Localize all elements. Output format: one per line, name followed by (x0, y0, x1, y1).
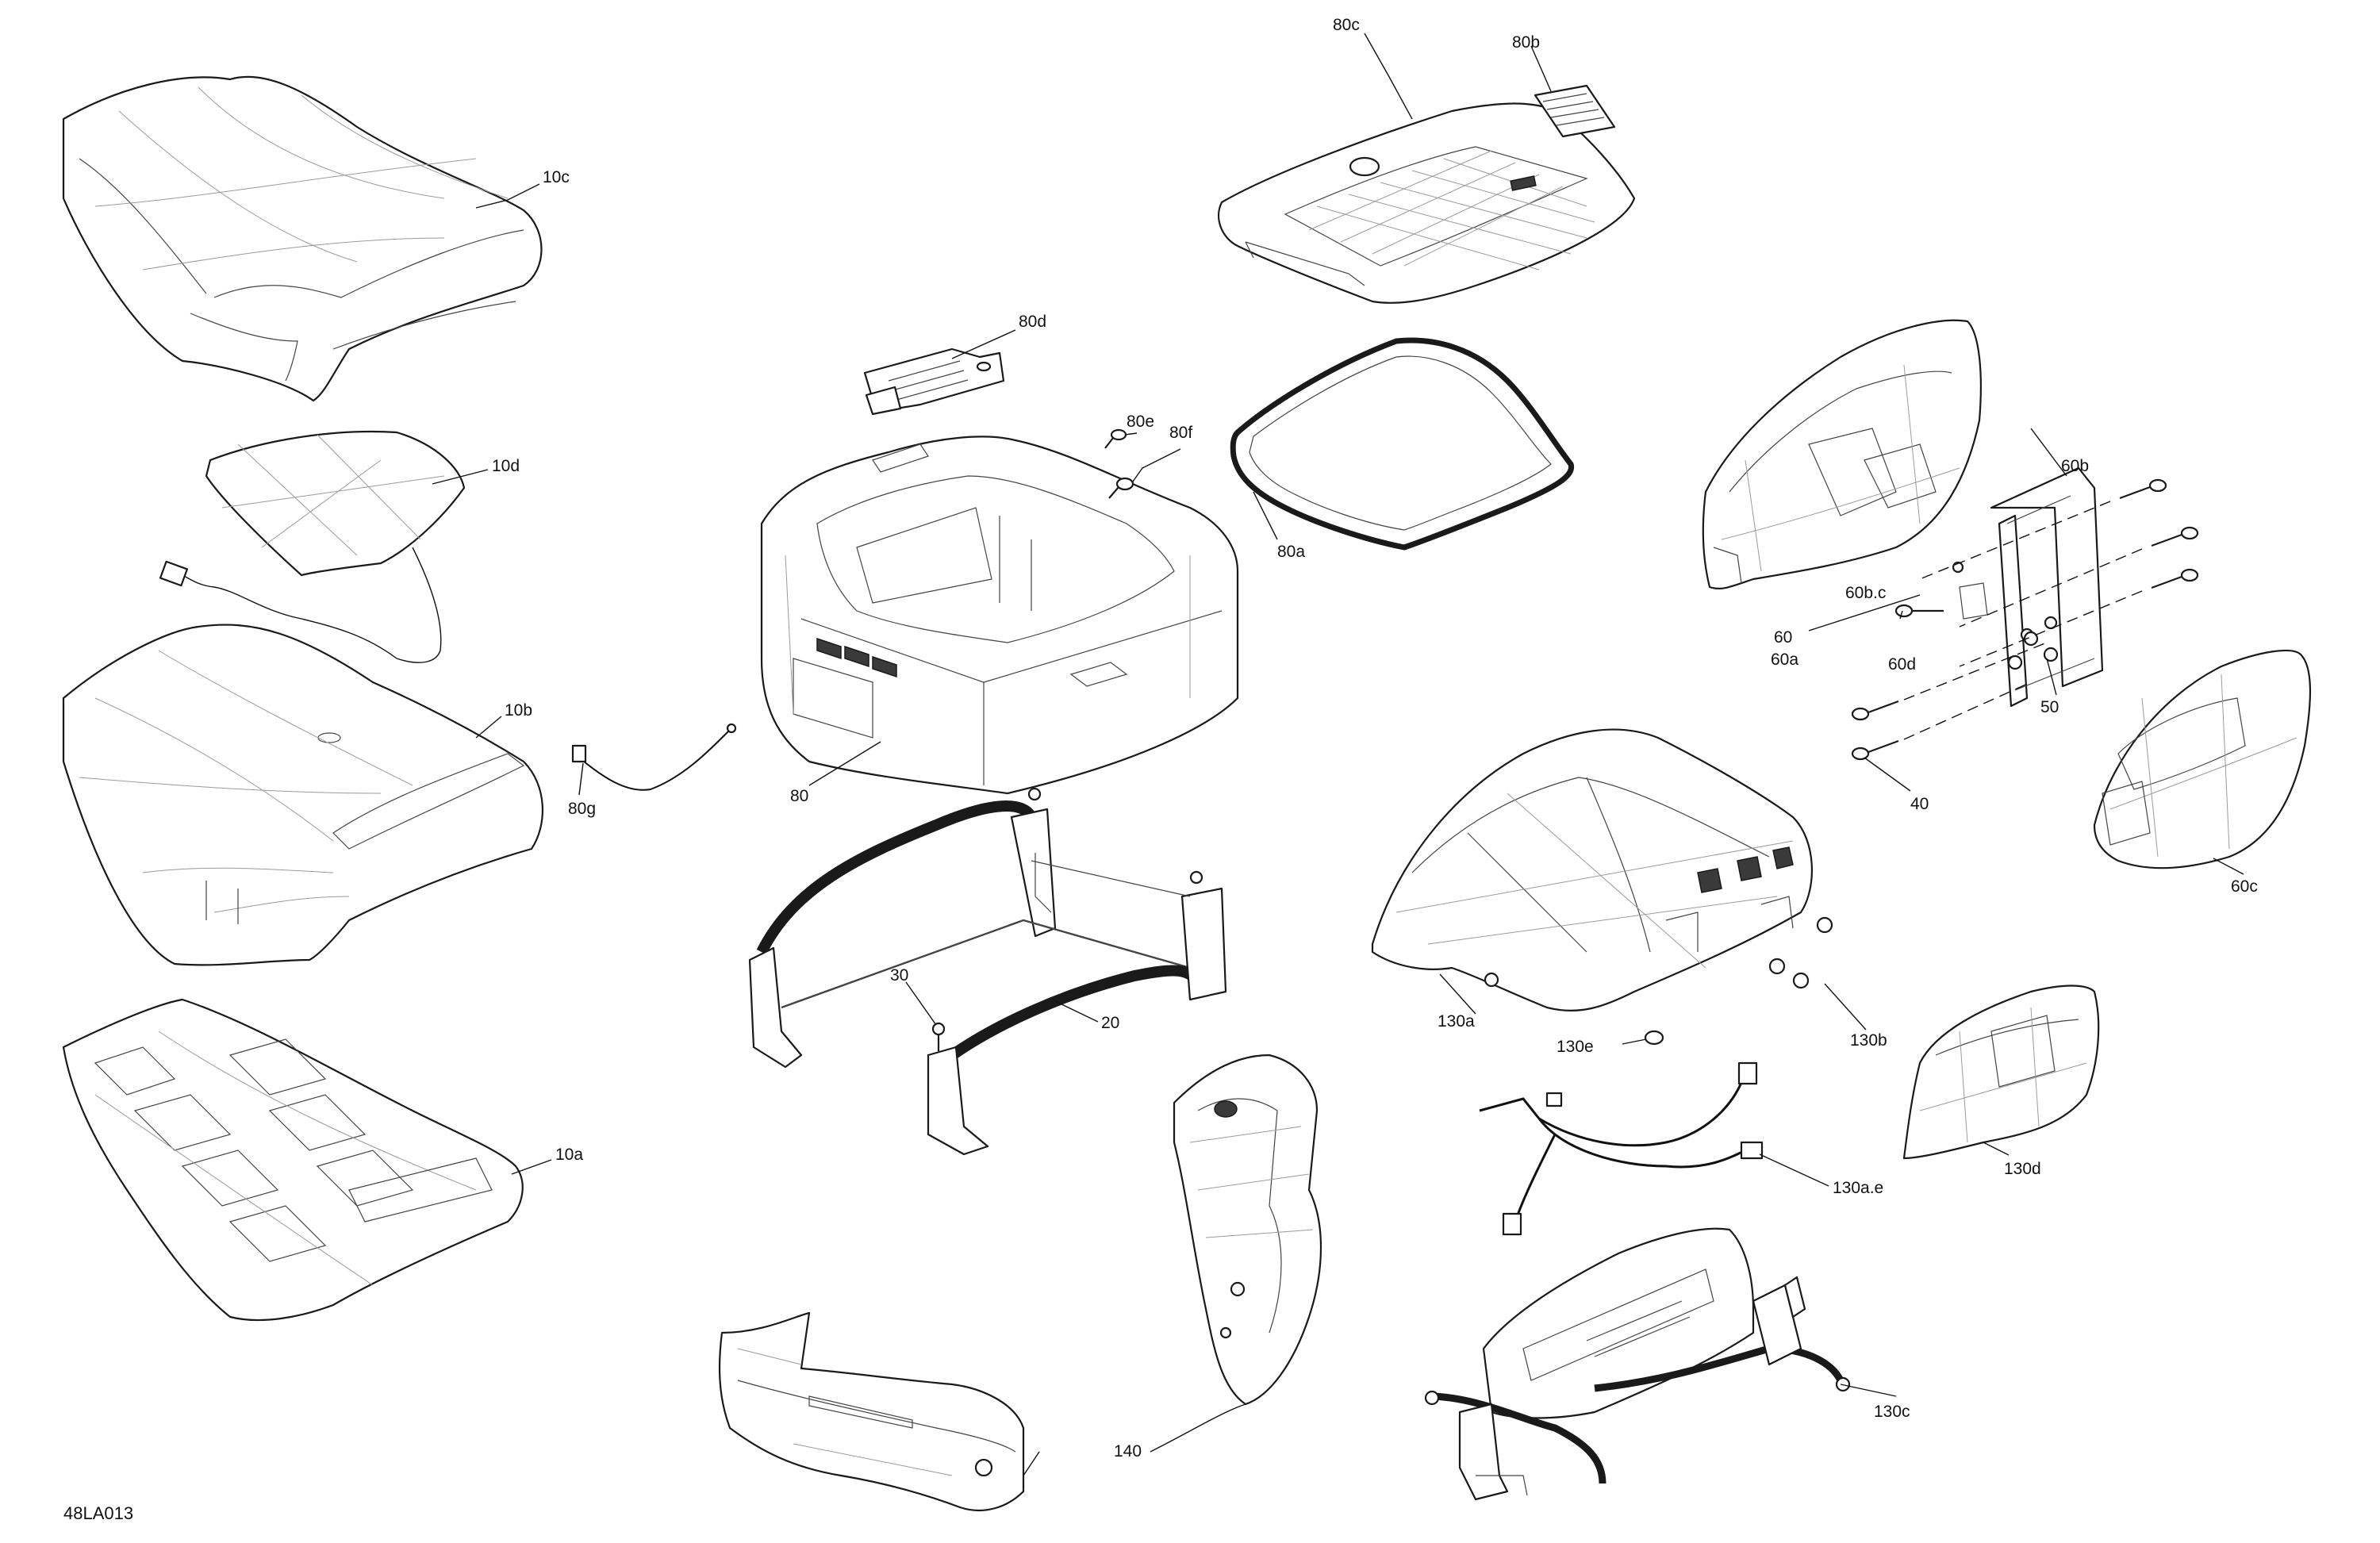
part-10a-seat-base[interactable] (62, 998, 524, 1322)
part-60b-bracket[interactable] (1959, 466, 2104, 708)
part-130a-seat-shell[interactable] (1371, 728, 1813, 1012)
part-80e-screw[interactable] (1104, 428, 1127, 449)
part-10d-heating-pad[interactable] (159, 430, 466, 663)
callout-80a: 80a (1277, 543, 1305, 561)
part-130b-nut[interactable] (1768, 916, 1833, 989)
callout-40: 40 (1910, 795, 1929, 813)
part-130a-e-harness[interactable] (1479, 1061, 1764, 1236)
callout-labels: 10c 10d 10b 10a 80c 80b 80d 80e 80f 80a … (63, 16, 2258, 1523)
callout-130b: 130b (1850, 1031, 1887, 1050)
callout-80d: 80d (1019, 313, 1046, 331)
callout-60b-c: 60b.c (1845, 584, 1886, 602)
part-80d-hinge[interactable] (863, 347, 1005, 416)
callout-80: 80 (790, 787, 808, 805)
part-10b-seat-foam[interactable] (62, 624, 543, 966)
callout-80g: 80g (568, 800, 596, 818)
part-80c-storage-lid[interactable] (1218, 102, 1636, 304)
callout-80b: 80b (1512, 33, 1540, 52)
callout-60a: 60a (1771, 651, 1798, 669)
callout-130a-e: 130a.e (1833, 1179, 1883, 1197)
part-20-seat-frame[interactable] (748, 787, 1227, 1156)
callout-60d: 60d (1888, 655, 1916, 674)
callout-60b: 60b (2061, 457, 2089, 475)
part-60d-bolt[interactable] (1894, 604, 1944, 618)
callout-10a: 10a (555, 1146, 583, 1164)
part-40-bolts[interactable] (1851, 478, 2199, 761)
part-140-trim-side[interactable] (1173, 1054, 1322, 1406)
part-10c-seat-cover[interactable] (62, 75, 543, 402)
callout-130c: 130c (1874, 1403, 1910, 1421)
part-130c-seat-frame[interactable] (1424, 1227, 1851, 1501)
part-140-trim-front[interactable] (718, 1311, 1025, 1511)
part-50-nut[interactable] (2007, 631, 2059, 670)
callout-80c: 80c (1333, 16, 1360, 34)
callout-130e: 130e (1557, 1038, 1594, 1056)
drawing-number: 48LA013 (63, 1503, 133, 1523)
part-80f-screw[interactable] (1108, 477, 1134, 499)
part-60-backrest[interactable] (1702, 319, 1982, 590)
part-130d-rear-cover[interactable] (1902, 985, 2100, 1160)
callout-80f: 80f (1169, 424, 1192, 442)
callout-30: 30 (890, 966, 908, 985)
callout-130d: 130d (2004, 1160, 2041, 1178)
callout-60c: 60c (2231, 877, 2258, 896)
callout-130a: 130a (1438, 1012, 1475, 1031)
callout-60: 60 (1774, 628, 1792, 647)
callout-80e: 80e (1127, 413, 1154, 431)
callout-50: 50 (2040, 698, 2059, 716)
part-60c-backrest-cover[interactable] (2093, 649, 2312, 869)
part-30-screw[interactable] (931, 1022, 946, 1051)
callout-140: 140 (1114, 1442, 1142, 1460)
callout-20: 20 (1101, 1014, 1119, 1032)
callout-10c: 10c (543, 168, 570, 186)
part-80g-wire[interactable] (571, 723, 737, 791)
callout-10d: 10d (492, 457, 520, 475)
part-80a-lid-seal[interactable] (1230, 337, 1575, 551)
callout-10b: 10b (505, 701, 532, 720)
part-130e-clip[interactable] (1644, 1030, 1664, 1046)
part-80b-latch[interactable] (1534, 84, 1616, 138)
leader-lines (432, 33, 2244, 1476)
part-80-storage-box[interactable] (760, 436, 1239, 795)
